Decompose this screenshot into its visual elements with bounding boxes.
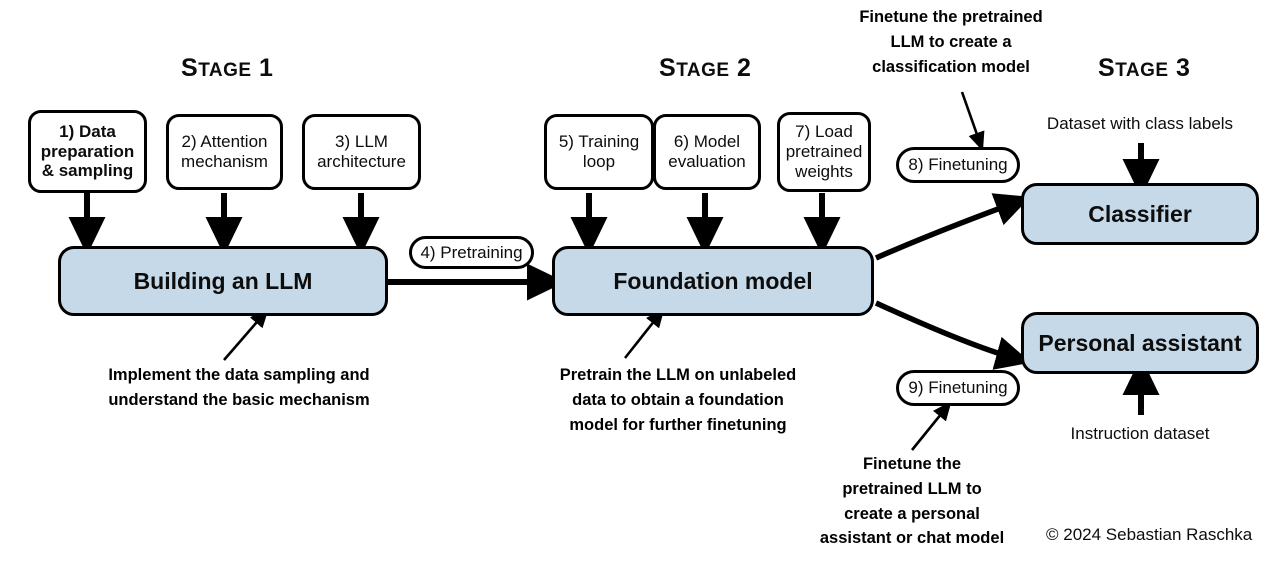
arrow-foundation-to-classifier bbox=[874, 193, 1031, 261]
note-stage1-implement-data-sampling: Implement the data sampling and understa… bbox=[108, 366, 370, 409]
box-building-an-llm[interactable]: Building an LLM bbox=[58, 246, 388, 316]
box-classifier[interactable]: Classifier bbox=[1021, 183, 1259, 245]
box-personal-assistant[interactable]: Personal assistant bbox=[1021, 312, 1259, 374]
arrow-foundation-to-assistant bbox=[874, 300, 1031, 370]
pill-9-finetuning[interactable]: 9) Finetuning bbox=[896, 370, 1020, 406]
note-finetune-classification-model: Finetune the pretrained LLM to create a … bbox=[859, 8, 1043, 76]
stage-1-heading-first: S bbox=[181, 54, 199, 82]
stage-1-heading-rest: TAGE bbox=[198, 60, 252, 81]
pointer-note-stage1 bbox=[223, 308, 269, 361]
stage-2-heading: STAGE 2 bbox=[659, 56, 751, 81]
stage-3-heading-rest: TAGE bbox=[1115, 60, 1169, 81]
step-box-3-llm-architecture[interactable]: 3) LLM architecture bbox=[302, 114, 421, 190]
step-box-2-attention-mechanism[interactable]: 2) Attention mechanism bbox=[166, 114, 283, 190]
step-box-6-model-evaluation[interactable]: 6) Model evaluation bbox=[653, 114, 761, 190]
pointer-note-classification bbox=[960, 91, 985, 152]
box-foundation-model[interactable]: Foundation model bbox=[552, 246, 874, 316]
stage-1-heading: STAGE 1 bbox=[181, 56, 273, 81]
stage-3-heading: STAGE 3 bbox=[1098, 56, 1190, 81]
stage-2-heading-num: 2 bbox=[729, 54, 752, 82]
stage-3-heading-num: 3 bbox=[1168, 54, 1191, 82]
pill-8-finetuning[interactable]: 8) Finetuning bbox=[896, 147, 1020, 183]
note-finetune-personal-assistant: Finetune the pretrained LLM to create a … bbox=[819, 455, 1005, 548]
stage-1-heading-num: 1 bbox=[251, 54, 274, 82]
pointer-note-stage2 bbox=[623, 308, 665, 359]
note-stage2-pretrain-llm: Pretrain the LLM on unlabeled data to ob… bbox=[559, 366, 797, 434]
step-box-1-data-preparation[interactable]: 1) Data preparation & sampling bbox=[28, 110, 147, 193]
label-dataset-with-class-labels: Dataset with class labels bbox=[1046, 114, 1234, 133]
step-box-5-training-loop[interactable]: 5) Training loop bbox=[544, 114, 654, 190]
label-instruction-dataset: Instruction dataset bbox=[1070, 424, 1210, 443]
stage-2-heading-rest: TAGE bbox=[676, 60, 730, 81]
pointer-note-assistant bbox=[910, 401, 952, 451]
stage-2-heading-first: S bbox=[659, 54, 677, 82]
pill-4-pretraining[interactable]: 4) Pretraining bbox=[409, 236, 534, 269]
copyright-credit: © 2024 Sebastian Raschka bbox=[1046, 525, 1253, 544]
step-box-7-load-pretrained-weights[interactable]: 7) Load pretrained weights bbox=[777, 112, 871, 192]
stage-3-heading-first: S bbox=[1098, 54, 1116, 82]
